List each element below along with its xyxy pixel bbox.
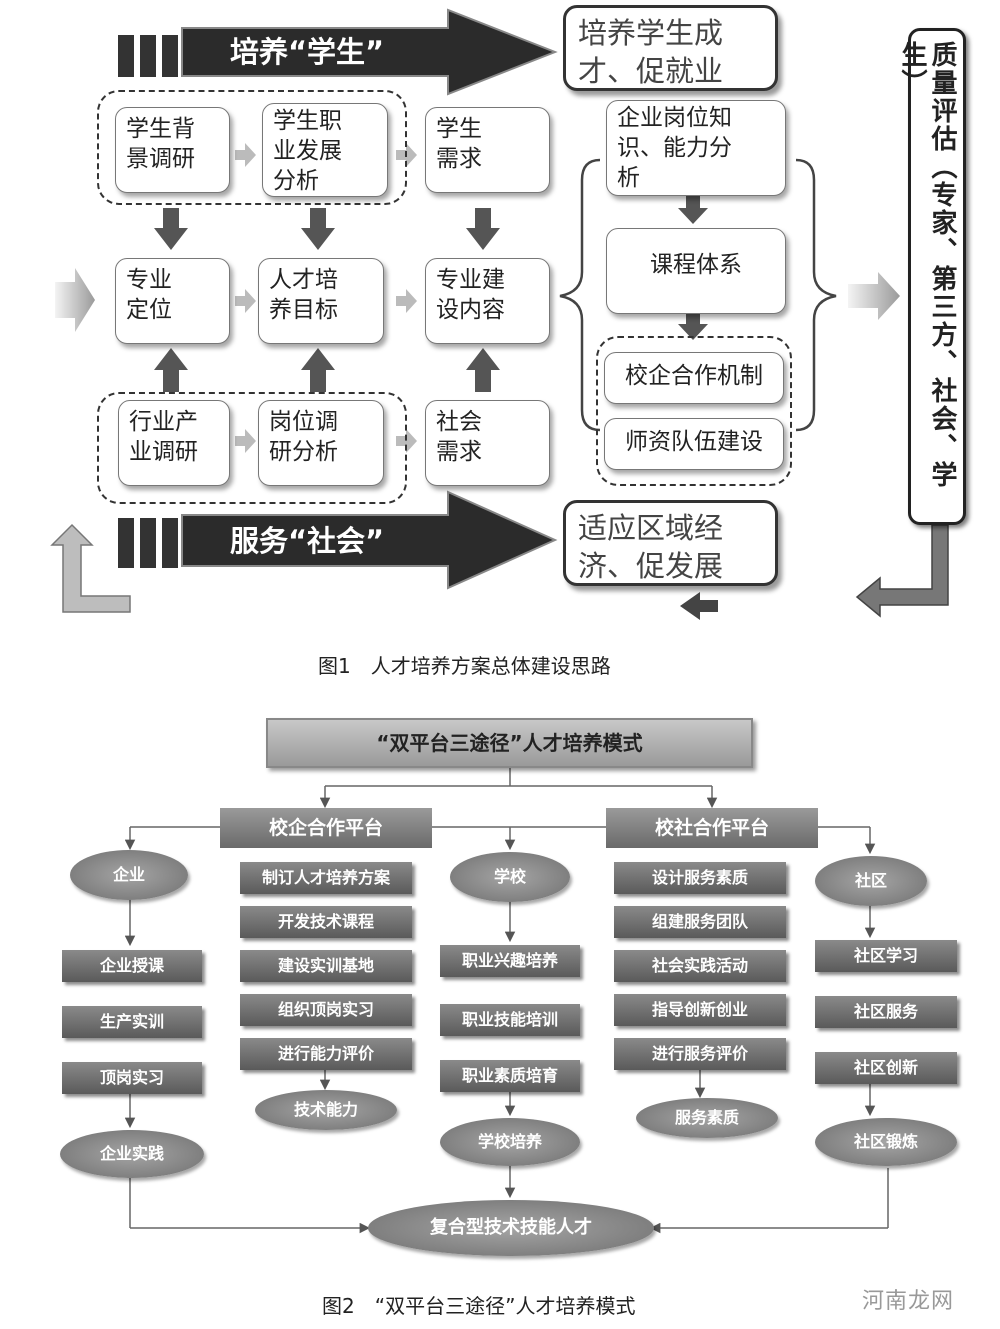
text-line: 分析	[273, 168, 319, 194]
watermark: 河南龙网	[862, 1289, 955, 1314]
bottom-big-arrow	[118, 490, 558, 590]
goal-top-line-2: 才、促就业	[578, 54, 724, 88]
item-organize-internship: 组织顶岗实习	[240, 994, 412, 1026]
node-enterprise-practice: 企业实践	[60, 1130, 204, 1178]
text-line: 析	[617, 165, 640, 191]
box-talent-goal: 人才培 养目标	[258, 258, 384, 344]
text-line: 景调研	[126, 146, 195, 172]
goal-top-line-1: 培养学生成	[578, 16, 724, 50]
curriculum-label: 课程体系	[650, 252, 742, 278]
item-community-service: 社区服务	[815, 996, 957, 1028]
text-line: 学生职	[273, 108, 342, 134]
item-production-training: 生产实训	[62, 1006, 202, 1038]
feedback-arrow	[855, 524, 949, 618]
item-internship: 顶岗实习	[62, 1062, 202, 1094]
text-line: 业调研	[129, 439, 198, 465]
text-line: 人才培	[269, 267, 338, 293]
text-line: 需求	[436, 439, 482, 465]
text-line: 岗位调	[269, 409, 338, 435]
figure2-caption: 图2 “双平台三途径”人才培养模式	[322, 1294, 636, 1318]
top-dashed-group	[97, 90, 407, 205]
box-curriculum: 课程体系	[606, 228, 786, 314]
goal-bottom-line-1: 适应区域经	[578, 511, 724, 545]
node-technical-ability: 技术能力	[255, 1090, 397, 1130]
goal-bottom-line-2: 济、促发展	[578, 549, 724, 583]
box-major-position: 专业 定位	[115, 258, 230, 344]
item-community-innovation: 社区创新	[815, 1052, 957, 1084]
text-line: 专业建	[436, 267, 505, 293]
node-school-training: 学校培养	[440, 1118, 580, 1166]
platform-school-enterprise: 校企合作平台	[220, 808, 432, 848]
item-develop-courses: 开发技术课程	[240, 906, 412, 938]
teacher-team-label: 师资队伍建设	[625, 429, 763, 455]
node-school: 学校	[450, 852, 570, 902]
bottom-dashed-group	[97, 392, 407, 504]
figure1-caption: 图1 人才培养方案总体建设思路	[318, 654, 611, 678]
coop-mechanism-label: 校企合作机制	[625, 363, 763, 389]
node-final-talent: 复合型技术技能人才	[368, 1200, 654, 1256]
text-line: 养目标	[269, 297, 338, 323]
figure2-title-bar: “双平台三途径”人才培养模式	[266, 718, 753, 768]
item-build-base: 建设实训基地	[240, 950, 412, 982]
box-social-need: 社会 需求	[425, 400, 550, 486]
text-line: 设内容	[436, 297, 505, 323]
box-student-background: 学生背 景调研	[115, 107, 230, 193]
text-line: 行业产	[129, 409, 198, 435]
node-community: 社区	[815, 856, 927, 906]
text-line: 定位	[126, 297, 172, 323]
quality-evaluation-box: 质量评估（专家、第三方、社会、学生）	[897, 28, 966, 525]
goal-bottom-box: 适应区域经 济、促发展	[563, 500, 778, 586]
text-line: 企业岗位知	[617, 105, 732, 131]
box-career-analysis: 学生职 业发展 分析	[262, 103, 388, 197]
item-innovation-guidance: 指导创新创业	[614, 994, 786, 1026]
output-arrow	[848, 272, 900, 320]
box-post-research: 岗位调 研分析	[258, 400, 384, 486]
box-major-content: 专业建 设内容	[425, 258, 550, 344]
left-return-arrow	[50, 523, 131, 613]
box-coop-mechanism: 校企合作机制	[604, 352, 784, 404]
box-enterprise-ability: 企业岗位知 识、能力分 析	[606, 100, 786, 196]
item-enterprise-teaching: 企业授课	[62, 950, 202, 982]
item-service-evaluation: 进行服务评价	[614, 1038, 786, 1070]
text-line: 学生背	[126, 116, 195, 142]
item-quality-cultivation: 职业素质培育	[440, 1060, 580, 1092]
text-line: 专业	[126, 267, 172, 293]
top-arrow-label: 培养“学生”	[230, 35, 385, 69]
right-brace	[795, 158, 837, 432]
text-line: 业发展	[273, 138, 342, 164]
item-plan-making: 制订人才培养方案	[240, 862, 412, 894]
item-build-team: 组建服务团队	[614, 906, 786, 938]
text-line: 识、能力分	[617, 135, 732, 161]
text-line: 研分析	[269, 439, 338, 465]
item-interest-cultivation: 职业兴趣培养	[440, 945, 580, 977]
right-dashed-group	[596, 336, 792, 486]
item-design-service: 设计服务素质	[614, 862, 786, 894]
text-line: 社会	[436, 409, 482, 435]
text-line: 需求	[436, 146, 482, 172]
item-ability-evaluation: 进行能力评价	[240, 1038, 412, 1070]
bottom-arrow-label: 服务“社会”	[230, 524, 385, 558]
box-teacher-team: 师资队伍建设	[604, 418, 784, 470]
node-community-exercise: 社区锻炼	[815, 1118, 957, 1166]
top-big-arrow	[118, 8, 558, 96]
left-brace	[559, 158, 601, 432]
box-industry-research: 行业产 业调研	[118, 400, 230, 486]
box-student-need: 学生 需求	[425, 107, 550, 193]
figure1-arrows	[50, 8, 949, 620]
item-skill-training: 职业技能培训	[440, 1004, 580, 1036]
node-enterprise: 企业	[70, 850, 188, 900]
item-community-learning: 社区学习	[815, 940, 957, 972]
left-input-arrow	[55, 268, 95, 332]
node-service-quality: 服务素质	[636, 1098, 778, 1138]
text-line: 学生	[436, 116, 482, 142]
item-social-practice: 社会实践活动	[614, 950, 786, 982]
platform-school-community: 校社合作平台	[606, 808, 818, 848]
goal-top-box: 培养学生成 才、促就业	[563, 5, 778, 91]
